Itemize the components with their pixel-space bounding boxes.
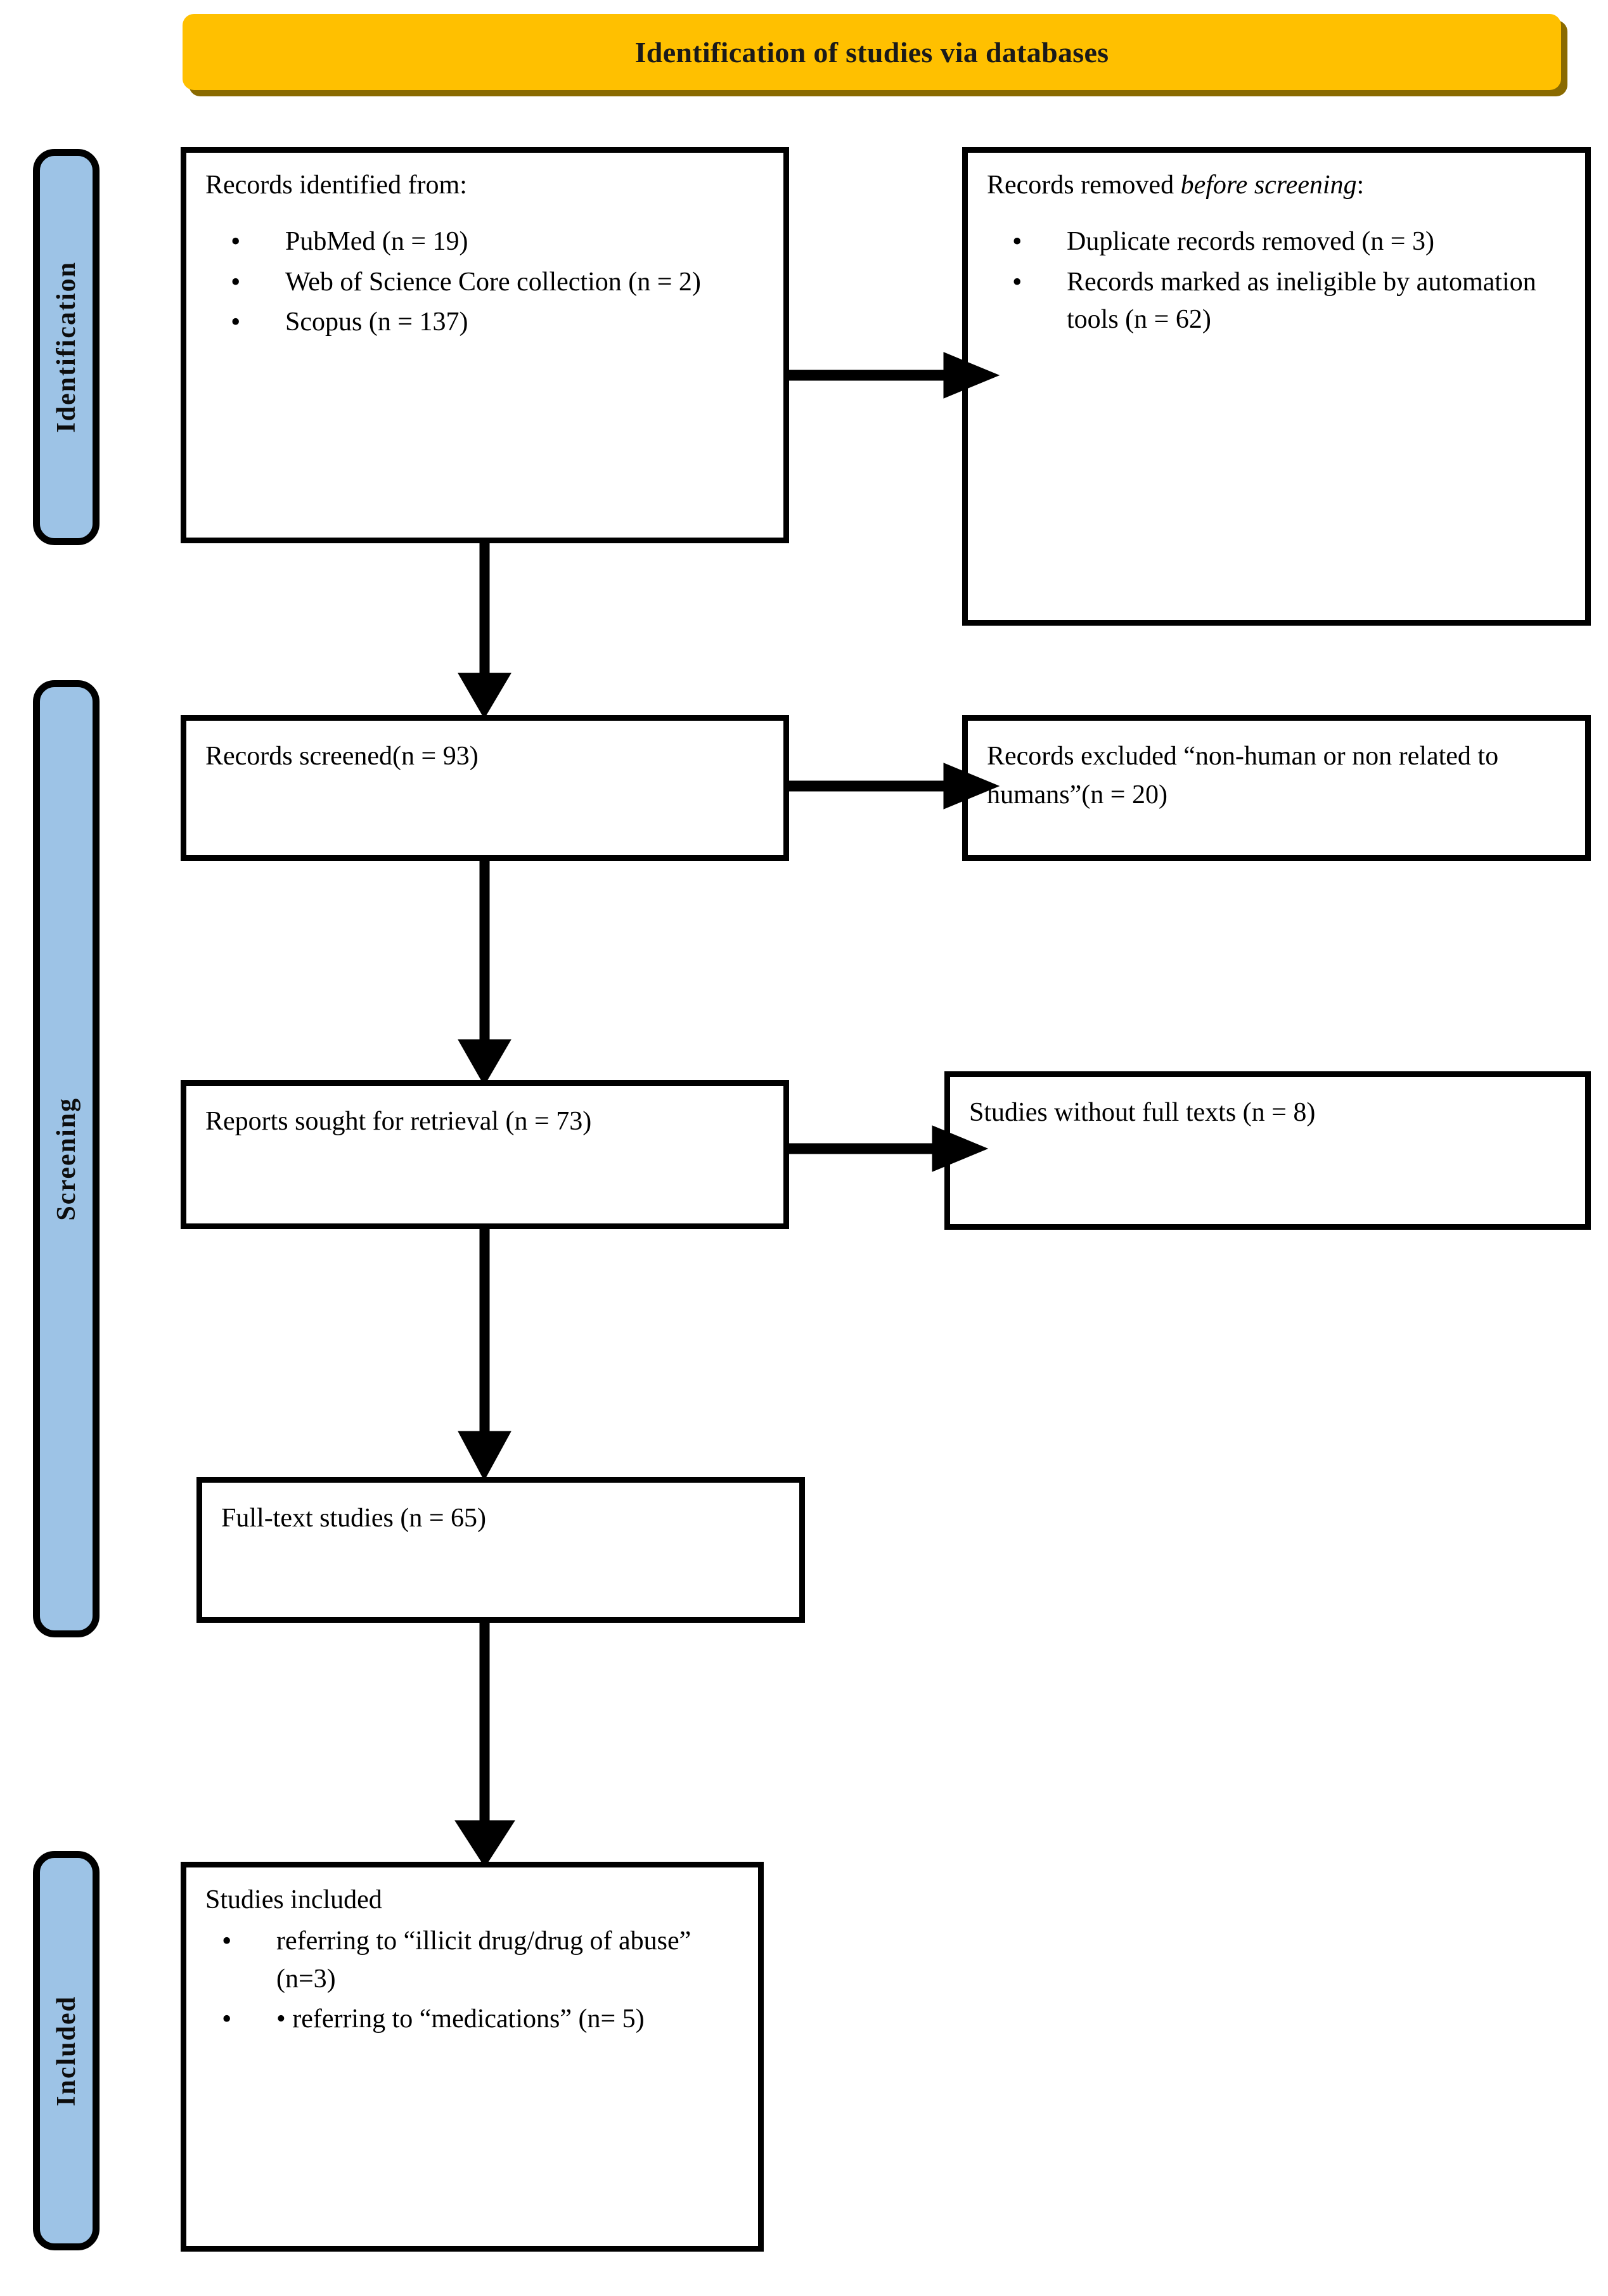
- box-reports-sought: Reports sought for retrieval (n = 73): [181, 1080, 789, 1229]
- stage-pill-identification: Identification: [33, 149, 100, 545]
- heading-tail: :: [1356, 171, 1365, 200]
- list-item: Duplicate records removed (n = 3): [1012, 222, 1566, 261]
- identified-source-list: PubMed (n = 19) Web of Science Core coll…: [205, 222, 764, 342]
- box-text: Reports sought for retrieval (n = 73): [205, 1107, 592, 1136]
- box-studies-included: Studies included referring to “illicit d…: [181, 1862, 764, 2252]
- box-records-removed: Records removed before screening: Duplic…: [962, 147, 1591, 626]
- heading-italic: before screening: [1180, 171, 1357, 200]
- box-full-text-studies: Full-text studies (n = 65): [196, 1477, 805, 1623]
- list-item: Scopus (n = 137): [231, 302, 764, 342]
- box-records-identified: Records identified from: PubMed (n = 19)…: [181, 147, 789, 543]
- banner-title: Identification of studies via databases: [634, 35, 1109, 68]
- stage-label-screening: Screening: [51, 1097, 81, 1221]
- box-text: Full-text studies (n = 65): [221, 1504, 486, 1533]
- box-text: Records excluded “non-human or non relat…: [987, 742, 1499, 809]
- list-item: Records marked as ineligible by automati…: [1012, 262, 1566, 339]
- heading-plain: Records removed: [987, 171, 1181, 200]
- diagram-banner: Identification of studies via databases: [183, 14, 1561, 90]
- stage-pill-included: Included: [33, 1851, 100, 2250]
- included-category-list: referring to “illicit drug/drug of abuse…: [205, 1921, 739, 2039]
- list-item: • referring to “medications” (n= 5): [222, 1999, 739, 2039]
- list-item: referring to “illicit drug/drug of abuse…: [222, 1921, 739, 1998]
- box-studies-without-full-texts: Studies without full texts (n = 8): [944, 1071, 1591, 1230]
- box-text: Records screened(n = 93): [205, 742, 479, 771]
- box-heading: Records removed before screening:: [987, 169, 1566, 202]
- list-item: Web of Science Core collection (n = 2): [231, 262, 764, 302]
- box-heading: Studies included: [205, 1885, 382, 1914]
- stage-label-included: Included: [51, 1995, 81, 2106]
- box-text: Studies without full texts (n = 8): [969, 1098, 1316, 1127]
- stage-label-identification: Identification: [51, 261, 81, 433]
- arrow-full-text-to-included: [454, 1622, 515, 1867]
- box-heading: Records identified from:: [205, 171, 467, 200]
- arrow-sought-to-full-text: [458, 1229, 511, 1481]
- list-item: PubMed (n = 19): [231, 222, 764, 261]
- arrow-identified-to-screened: [458, 543, 511, 719]
- arrow-screened-to-sought: [458, 860, 511, 1087]
- box-records-excluded: Records excluded “non-human or non relat…: [962, 715, 1591, 861]
- stage-pill-screening: Screening: [33, 680, 100, 1637]
- removed-reason-list: Duplicate records removed (n = 3) Record…: [987, 222, 1566, 339]
- box-records-screened: Records screened(n = 93): [181, 715, 789, 861]
